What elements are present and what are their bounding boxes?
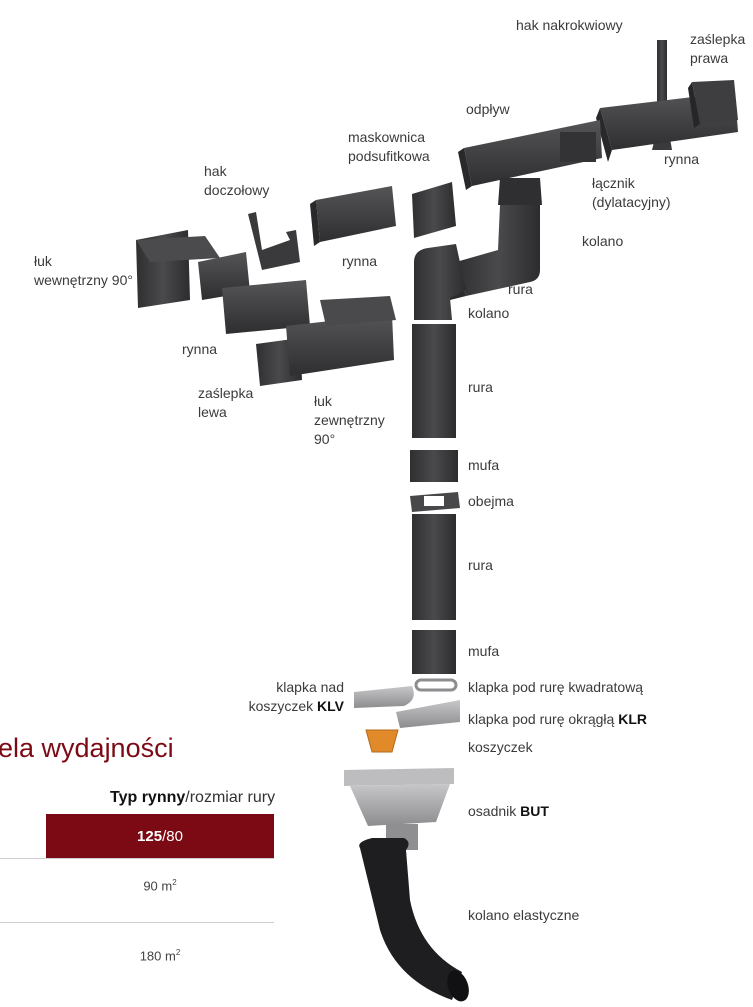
label-basket: koszyczek (468, 739, 533, 755)
table-row-1-value: 90 m2 (143, 878, 177, 894)
table-size-band: 125/80 (46, 814, 274, 858)
table-divider (0, 922, 274, 923)
label-gutter-top: rynna (342, 253, 378, 269)
label-pipe-2: rura (468, 379, 493, 395)
coupling-2 (412, 630, 456, 674)
label-rafter-hook: hak nakrokwiowy (516, 17, 623, 33)
square-flap-ring (414, 678, 458, 692)
label-flap-klr: klapka pod rurę okrągłą KLR (468, 711, 647, 727)
label-coupling-2: mufa (468, 643, 500, 659)
gutter-right (596, 80, 738, 162)
label-fascia-hook: hak doczołowy (204, 163, 270, 198)
label-flex-elbow: kolano elastyczne (468, 907, 580, 923)
flexible-elbow (359, 838, 469, 1002)
table-title: ela wydajności (0, 733, 174, 763)
label-bracket: obejma (468, 493, 514, 509)
gutter-outlet (458, 120, 602, 205)
label-outlet: odpływ (466, 101, 510, 117)
label-expansion-joint: łącznik (dylatacyjny) (592, 175, 671, 210)
label-inner-corner: łuk wewnętrzny 90° (34, 253, 133, 288)
label-elbow-top: kolano (582, 233, 624, 249)
label-soffit-cover: maskownica podsufitkowa (348, 129, 430, 164)
soffit-cover (412, 182, 456, 238)
downpipe-elbows (414, 205, 540, 320)
pipe-2 (412, 514, 456, 620)
pipe-1 (412, 324, 456, 438)
label-pipe-1: rura (508, 281, 533, 297)
gutter-top (310, 186, 396, 246)
label-square-flap: klapka pod rurę kwadratową (468, 679, 644, 695)
label-gutter-left: rynna (182, 341, 218, 357)
table-header: Typ rynny/rozmiar rury (110, 789, 276, 806)
label-left-cap: zaślepka lewa (198, 385, 254, 420)
label-elbow-2: kolano (468, 305, 510, 321)
label-settler: osadnik BUT (468, 803, 549, 819)
label-outer-corner: łuk zewnętrzny 90° (314, 393, 385, 447)
label-right-cap: zaślepka prawa (690, 31, 746, 66)
coupling-1 (410, 450, 458, 482)
label-coupling-1: mufa (468, 457, 500, 473)
label-pipe-3: rura (468, 557, 493, 573)
fascia-hook (248, 212, 300, 270)
label-flap-klv: klapka nad koszyczek KLV (248, 679, 344, 714)
flap-klr (396, 700, 460, 728)
settler-but (344, 768, 454, 850)
table-row-2-value: 180 m2 (139, 948, 181, 964)
table-divider-top (0, 858, 274, 859)
flap-klv (354, 686, 414, 708)
pipe-bracket (410, 492, 460, 512)
label-gutter-right: rynna (664, 151, 700, 167)
basket (365, 729, 399, 753)
gutter-left-cluster (136, 230, 396, 386)
